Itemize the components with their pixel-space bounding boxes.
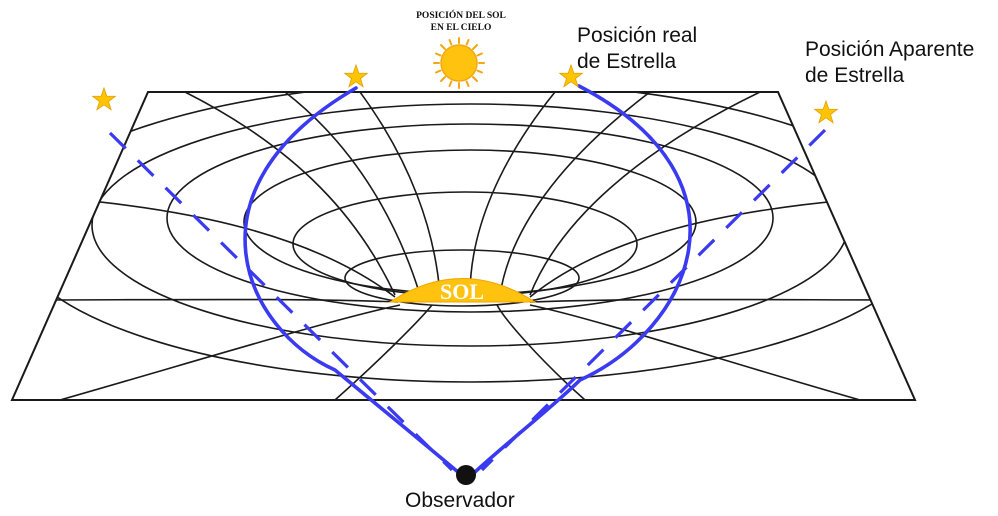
- apparent-star-position-label: Posición Aparente de Estrella: [805, 37, 974, 89]
- grid-radial: [499, 92, 651, 296]
- star-icon: [343, 63, 369, 88]
- light-path-right: [473, 84, 692, 474]
- sun-mass: SOL: [388, 278, 537, 304]
- grid-ring: [166, 123, 774, 313]
- real-star-label-line1: Posición real: [577, 24, 698, 47]
- apparent-sight-line-right: [480, 128, 827, 472]
- grid-radial: [59, 304, 401, 400]
- sun-position-label-line1: POSICIÓN DEL SOL: [416, 11, 506, 21]
- observer-dot: [456, 465, 476, 485]
- real-light-paths: [243, 84, 692, 474]
- light-path-left: [243, 86, 460, 474]
- grid-radial: [284, 92, 421, 296]
- grid-radial: [334, 304, 433, 400]
- grid-radial: [529, 92, 761, 296]
- observer-label: Observador: [405, 489, 515, 512]
- grid-radial: [12, 298, 399, 303]
- grid-ring: [12, 92, 915, 383]
- grid-radial: [529, 304, 861, 400]
- grid-radial: [359, 92, 441, 296]
- star-icon: [558, 63, 584, 88]
- stars: [91, 63, 839, 124]
- real-star-label-line2: de Estrella: [577, 50, 677, 73]
- star-icon: [813, 99, 839, 124]
- real-star-position-label: Posición real de Estrella: [577, 23, 697, 75]
- star-icon: [91, 86, 117, 111]
- apparent-star-label-line1: Posición Aparente: [805, 38, 975, 61]
- sun-icon: [433, 37, 485, 89]
- grid-ring: [243, 149, 697, 295]
- grid-radial: [184, 92, 396, 296]
- sun-body: [388, 278, 537, 303]
- grid-border: [10, 91, 917, 401]
- grid-ring: [344, 249, 580, 307]
- sun-label: SOL: [440, 279, 484, 304]
- grid-radial: [469, 92, 556, 296]
- sun-position-label: POSICIÓN DEL SOL EN EL CIELO: [381, 10, 541, 34]
- sun-position-label-line2: EN EL CIELO: [430, 23, 492, 33]
- apparent-sight-line-left: [108, 131, 454, 472]
- spacetime-grid: [10, 91, 917, 401]
- apparent-star-label-line2: de Estrella: [805, 64, 905, 87]
- grid-radial: [529, 298, 915, 303]
- apparent-sight-lines: [108, 128, 827, 472]
- grid-radial: [12, 194, 396, 298]
